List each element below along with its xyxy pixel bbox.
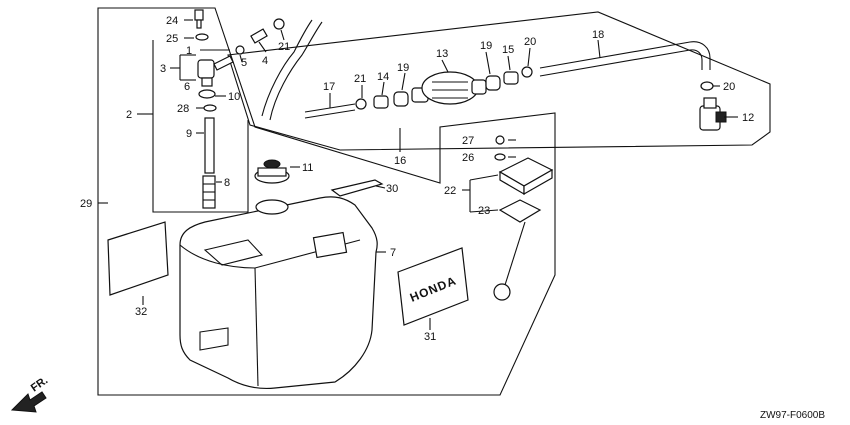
- front-direction-arrow: FR.: [10, 374, 50, 413]
- diagram-code: ZW97-F0600B: [760, 410, 825, 421]
- callout-23: 23: [478, 205, 490, 217]
- callout-25: 25: [166, 33, 178, 45]
- clip-20-left: [521, 66, 533, 78]
- o-ring-5: [235, 45, 245, 55]
- callout-3: 3: [160, 63, 166, 75]
- callout-8: 8: [224, 177, 230, 189]
- hose-clamp-14: [373, 95, 389, 109]
- callout-20-left: 20: [524, 36, 536, 48]
- callout-7: 7: [390, 247, 396, 259]
- callout-31: 31: [424, 331, 436, 343]
- assembly-boundary-29: [97, 7, 556, 396]
- fuel-line-boundary-16: [227, 11, 771, 151]
- callout-5: 5: [241, 57, 247, 69]
- joint-3: [197, 55, 234, 87]
- callout-14: 14: [377, 71, 389, 83]
- callout-12: 12: [742, 112, 754, 124]
- callout-16: 16: [394, 155, 406, 167]
- washer-25: [195, 33, 209, 41]
- callout-32: 32: [135, 306, 147, 318]
- joint-19-right: [485, 75, 501, 91]
- pickup-pipe-9: [204, 117, 215, 174]
- callout-10: 10: [228, 91, 240, 103]
- callout-21-lower: 21: [354, 73, 366, 85]
- callout-13: 13: [436, 48, 448, 60]
- bolt-24: [194, 9, 204, 29]
- joint-19-left: [393, 91, 409, 107]
- callout-18: 18: [592, 29, 604, 41]
- joint-assembly-bracket-2: [152, 40, 249, 213]
- washer-26: [494, 153, 506, 161]
- callout-6: 6: [184, 81, 190, 93]
- ring-10: [198, 89, 216, 99]
- strainer-8: [202, 175, 216, 209]
- honda-label-plate-31: HONDA: [397, 247, 469, 326]
- callout-20-right: 20: [723, 81, 735, 93]
- gauge-float: [493, 283, 511, 301]
- clip-20-right: [700, 81, 714, 91]
- callout-11: 11: [302, 162, 313, 174]
- callout-19-right: 19: [480, 40, 492, 52]
- primer-bulb-13: [411, 71, 487, 105]
- callout-30: 30: [386, 183, 398, 195]
- label-plate-32: [107, 221, 169, 296]
- leader-lines: [98, 19, 738, 330]
- fuel-gauge-22: [498, 157, 554, 196]
- callout-22: 22: [444, 185, 456, 197]
- callout-24: 24: [166, 15, 178, 27]
- fuel-hose-18: [539, 41, 711, 77]
- clip-21-lower: [355, 98, 367, 110]
- callout-21-upper: 21: [278, 41, 290, 53]
- fuel-cap-11: [254, 159, 290, 184]
- strap-30: [330, 179, 384, 197]
- callout-29: 29: [80, 198, 92, 210]
- gasket-23: [498, 199, 542, 223]
- gauge-float-rod: [504, 221, 526, 286]
- callout-1: 1: [186, 45, 192, 57]
- callout-26: 26: [462, 152, 474, 164]
- callout-9: 9: [186, 128, 192, 140]
- hose-clamp-15: [503, 71, 519, 85]
- callout-2: 2: [126, 109, 132, 121]
- callout-27: 27: [462, 135, 474, 147]
- washer-28: [203, 104, 217, 112]
- front-direction-label: FR.: [29, 374, 50, 394]
- callout-15: 15: [502, 44, 514, 56]
- fuel-connector-12: [699, 97, 727, 131]
- fuel-tank-7: [179, 196, 378, 390]
- callout-19-left: 19: [397, 62, 409, 74]
- callout-17: 17: [323, 81, 335, 93]
- clip-21-upper: [273, 18, 285, 30]
- connector-4: [250, 28, 268, 44]
- screw-27: [495, 135, 505, 145]
- callout-28: 28: [177, 103, 189, 115]
- callouts: 24 25 1 3 6 5 4 21 2 10 28 9 8 11 7 29 3…: [80, 15, 754, 343]
- callout-4: 4: [262, 55, 268, 67]
- vent-tube-17: [261, 19, 323, 121]
